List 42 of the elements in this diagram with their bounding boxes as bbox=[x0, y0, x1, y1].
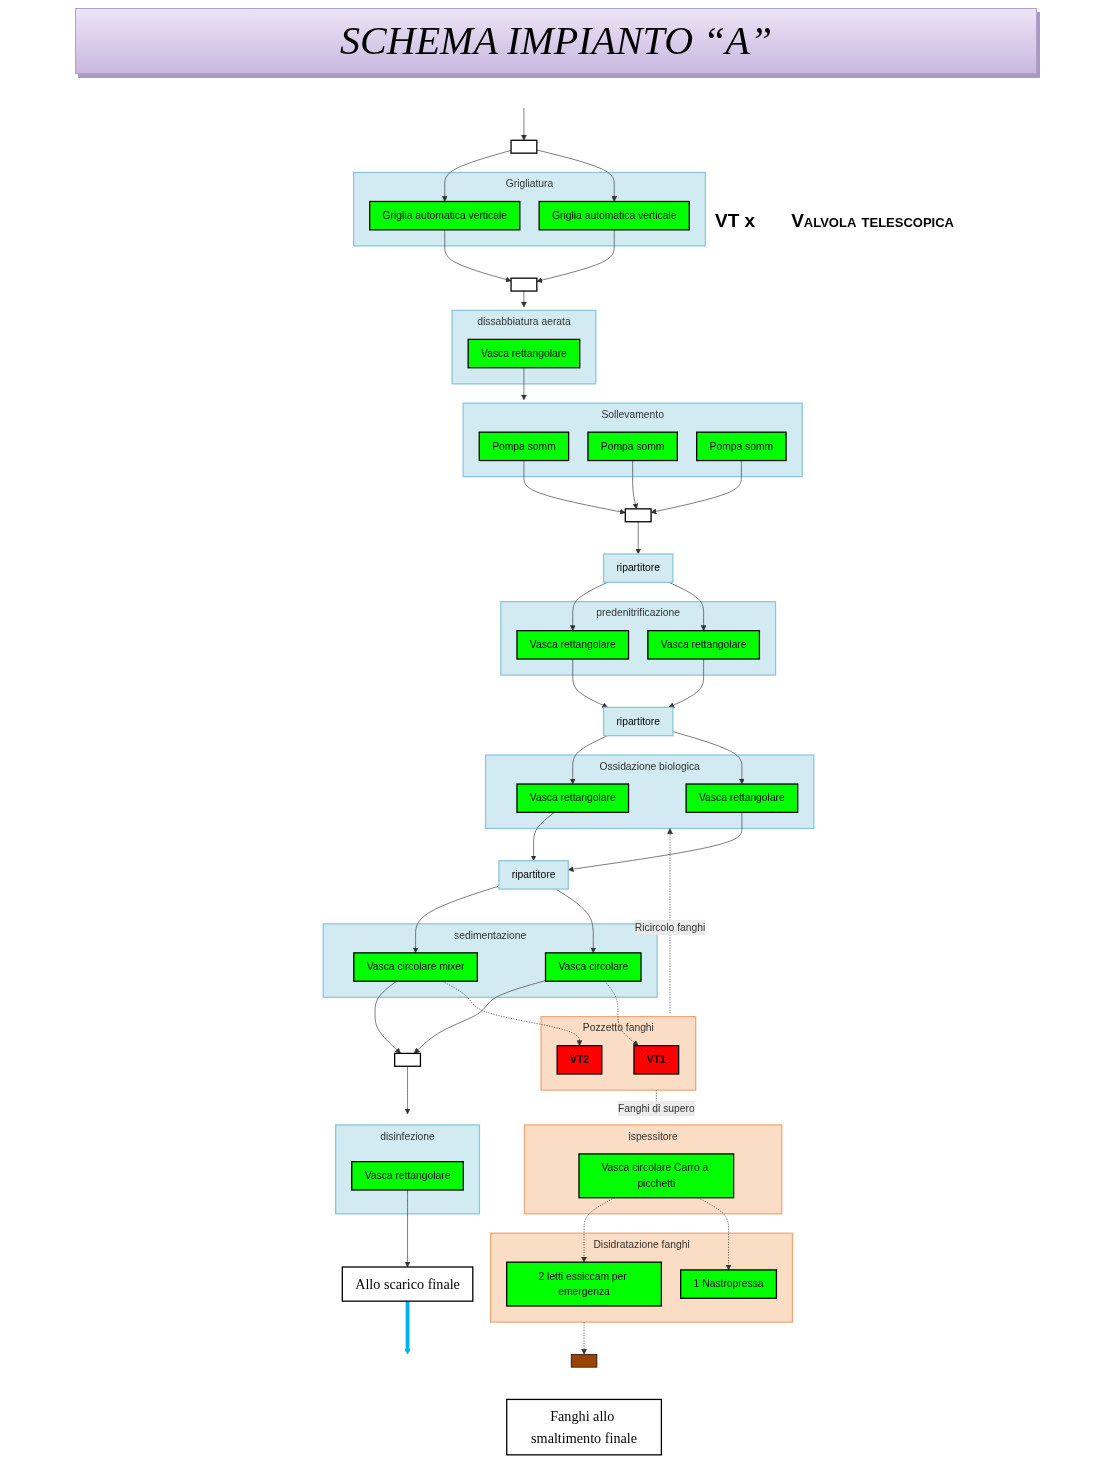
legend-text: Valvola telescopica bbox=[791, 210, 954, 232]
edge-label: Ricircolo fanghi bbox=[634, 921, 706, 933]
cluster bbox=[451, 309, 597, 385]
cluster bbox=[484, 754, 815, 830]
node-box bbox=[633, 1045, 680, 1075]
node-box bbox=[587, 431, 678, 462]
node-box bbox=[578, 1153, 735, 1199]
node-box bbox=[467, 338, 581, 369]
edge-label: Fanghi di supero bbox=[617, 1102, 695, 1114]
node-box bbox=[556, 1045, 603, 1075]
cluster bbox=[352, 171, 707, 247]
node-box bbox=[351, 1161, 464, 1191]
node-bar bbox=[510, 139, 538, 154]
node-box bbox=[353, 952, 478, 982]
cluster bbox=[523, 1124, 783, 1215]
node-bar bbox=[624, 508, 652, 523]
node-box bbox=[544, 952, 642, 982]
node-box bbox=[538, 200, 690, 231]
node-box bbox=[602, 706, 674, 737]
legend-key: VT x bbox=[715, 210, 756, 232]
node-box bbox=[647, 630, 761, 660]
node-box bbox=[506, 1261, 663, 1307]
node-box bbox=[478, 431, 570, 462]
node-box bbox=[516, 630, 630, 660]
cluster bbox=[540, 1016, 697, 1091]
node-box bbox=[685, 783, 799, 814]
cluster bbox=[462, 402, 803, 478]
node-bar bbox=[510, 277, 538, 292]
node-box bbox=[341, 1266, 474, 1302]
node-box bbox=[680, 1269, 778, 1299]
node-box bbox=[696, 431, 787, 462]
node-box bbox=[570, 1354, 598, 1368]
cluster bbox=[489, 1232, 794, 1323]
cluster bbox=[335, 1124, 481, 1215]
cluster bbox=[500, 601, 777, 676]
node-box bbox=[369, 200, 521, 231]
arrow bbox=[404, 1301, 411, 1355]
node-box bbox=[498, 860, 569, 890]
node-box bbox=[506, 1398, 663, 1456]
node-bar bbox=[394, 1052, 422, 1067]
node-box bbox=[602, 553, 674, 583]
node-box bbox=[516, 783, 630, 814]
